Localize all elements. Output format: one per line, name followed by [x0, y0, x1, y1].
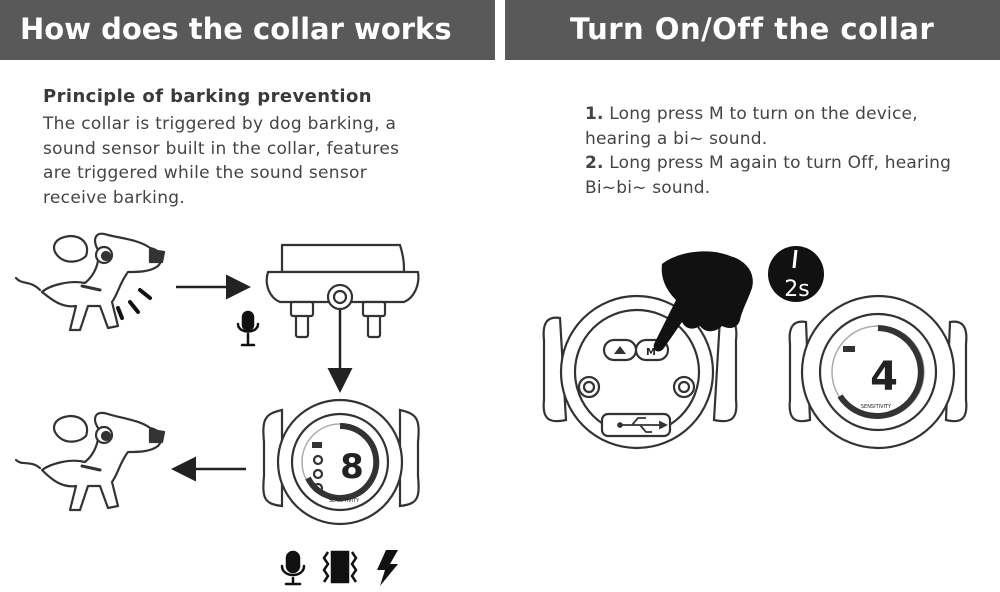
- right-header-title: Turn On/Off the collar: [570, 12, 935, 46]
- left-header-bar: [0, 0, 495, 60]
- sensitivity-label-right: SENSITIVITY: [861, 404, 892, 410]
- step-2-text: Long press M again to turn Off, hearing …: [585, 153, 952, 198]
- right-header-bar: [505, 0, 1000, 60]
- pointing-hand-icon: [653, 251, 753, 352]
- timer-icon: [768, 246, 824, 302]
- barking-dog-illustration: [14, 232, 166, 332]
- left-header-title: How does the collar works: [20, 12, 452, 46]
- step-1: 1. Long press M to turn on the device, h…: [585, 102, 985, 151]
- vibration-icon: [322, 550, 358, 584]
- timer-label: 2s: [784, 277, 809, 302]
- calm-dog-illustration: [14, 411, 166, 512]
- microphone-icon-bottom: [280, 550, 306, 586]
- lightning-icon: [377, 550, 398, 586]
- step-2: 2. Long press M again to turn Off, heari…: [585, 151, 985, 200]
- collar-display-right: [788, 294, 968, 450]
- collar-back-sensor: [265, 243, 420, 339]
- principle-title: Principle of barking prevention: [43, 86, 372, 107]
- step-1-text: Long press M to turn on the device, hear…: [585, 104, 918, 149]
- usb-icon: [617, 417, 669, 433]
- step-1-number: 1.: [585, 104, 604, 124]
- display-digit-left: 8: [340, 447, 364, 487]
- display-digit-right: 4: [870, 354, 898, 400]
- collar-front-buttons: [542, 294, 738, 450]
- m-button-label: M: [646, 347, 656, 358]
- step-2-number: 2.: [585, 153, 604, 173]
- bark-sound-marks: [116, 288, 152, 320]
- microphone-icon: [236, 310, 260, 347]
- sensitivity-label-left: SENSITIVITY: [329, 498, 360, 504]
- instruction-steps: 1. Long press M to turn on the device, h…: [585, 102, 985, 200]
- principle-body: The collar is triggered by dog barking, …: [43, 114, 400, 208]
- collar-display-left: [262, 398, 420, 526]
